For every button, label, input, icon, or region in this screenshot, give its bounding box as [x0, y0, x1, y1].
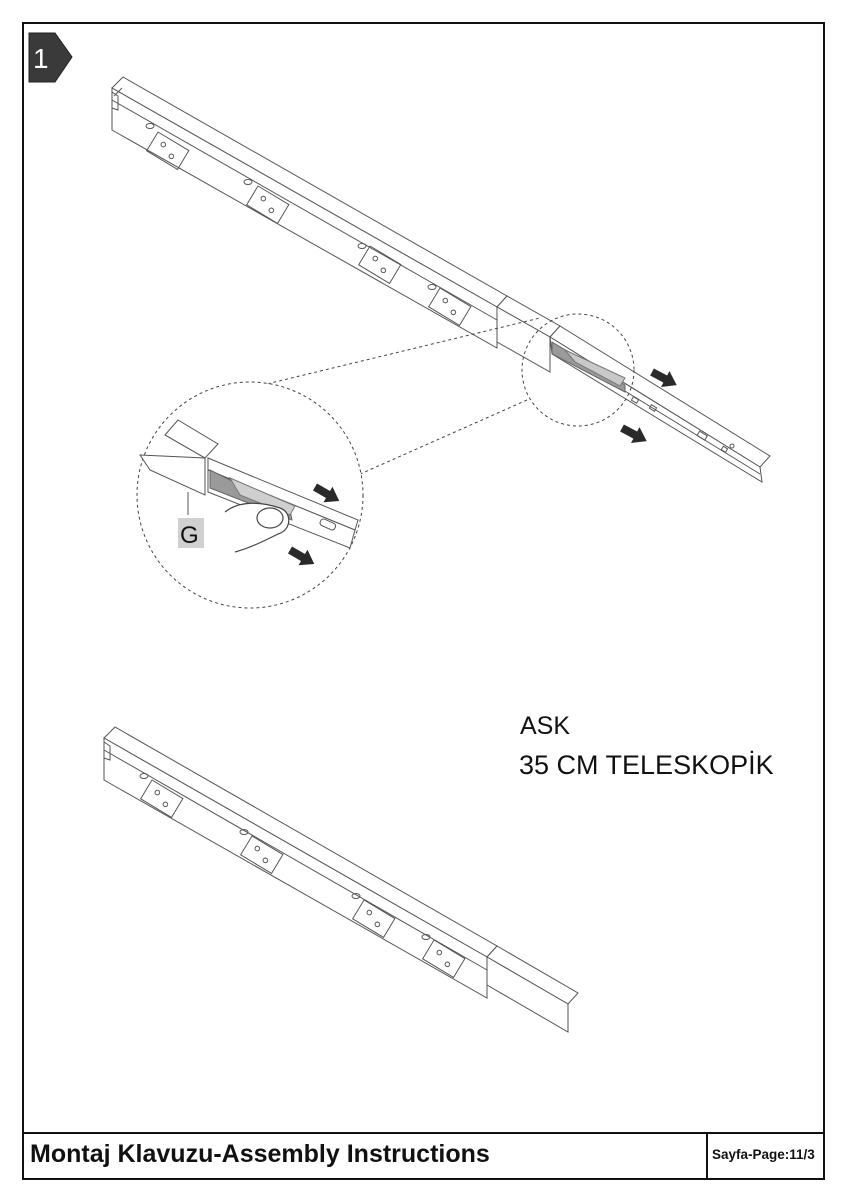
product-name: ASK: [520, 712, 571, 740]
page-frame: [22, 22, 825, 1180]
detail-marker-circle: [521, 313, 635, 427]
step-badge: 1: [28, 32, 73, 83]
zoom-detail: G: [136, 381, 364, 609]
pull-arrow-icon: [617, 420, 651, 450]
product-spec: 35 CM TELESKOPİK: [519, 750, 774, 780]
step-number: 1: [33, 43, 49, 74]
detail-leader-line: [357, 399, 528, 476]
detail-leader-line: [249, 317, 541, 389]
page-number: Sayfa-Page:11/3: [712, 1147, 815, 1162]
slide-rail-closed: [103, 726, 579, 1033]
footer-divider: [22, 1132, 825, 1134]
callout-letter: G: [180, 522, 199, 549]
footer-column-divider: [706, 1133, 708, 1180]
slide-rail-extended: [111, 76, 771, 483]
callout-box: [178, 518, 204, 548]
footer-title: Montaj Klavuzu-Assembly Instructions: [30, 1140, 490, 1168]
